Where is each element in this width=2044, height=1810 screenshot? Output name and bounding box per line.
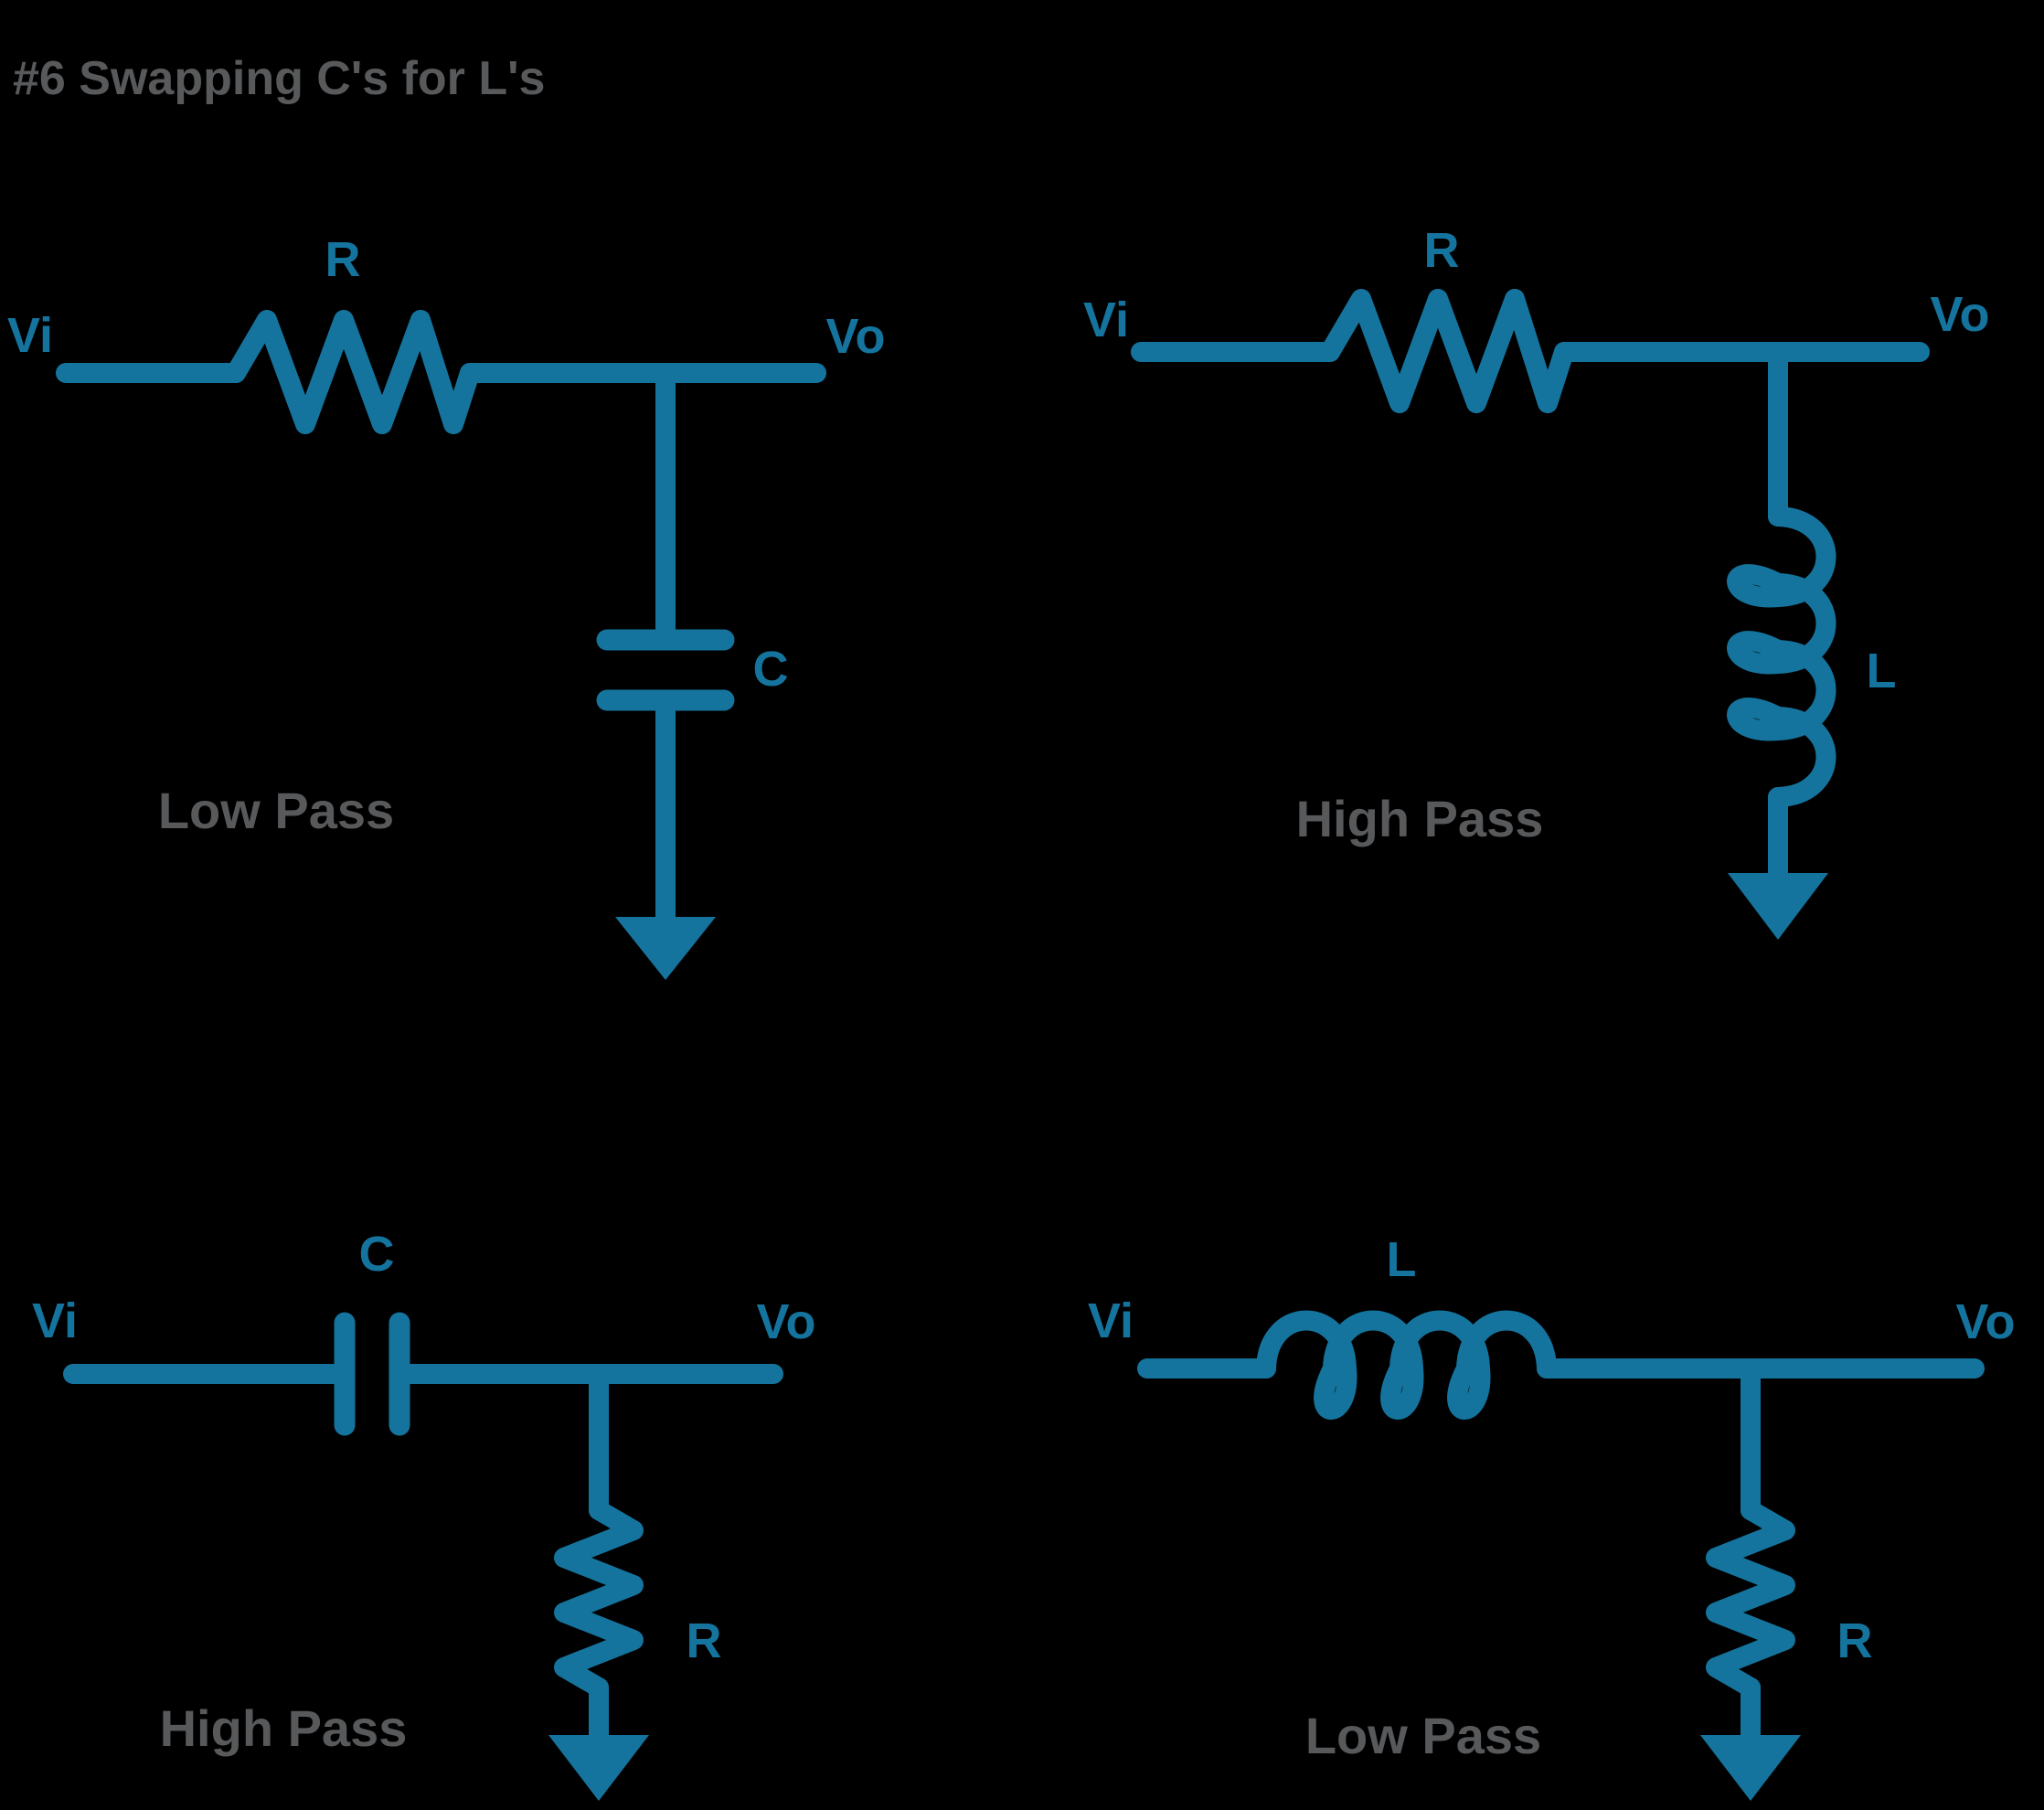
series-component-label: R [1424,223,1460,278]
output-label: Vo [757,1294,816,1349]
filter-type-label: Low Pass [158,782,394,839]
series-component-label: C [359,1227,395,1282]
circuit-lr-low-pass: Vi L Vo R Low Pass [1088,1232,2016,1801]
page-title: #6 Swapping C's for L's [13,52,545,105]
resistor-icon [554,1500,644,1698]
input-label: Vi [32,1294,78,1348]
series-component-label: R [325,232,361,287]
output-label: Vo [1956,1294,2016,1349]
shunt-component-label: L [1867,644,1897,698]
circuit-cr-high-pass: Vi C Vo R High Pass [32,1227,816,1801]
filter-type-label: High Pass [160,1699,408,1757]
output-label: Vo [826,309,886,364]
series-component-label: L [1387,1232,1417,1287]
ground-arrow-icon [1700,1735,1801,1801]
circuit-rl-high-pass: Vi R Vo L High Pass [1083,223,1990,940]
resistor-icon [1320,289,1574,413]
inductor-icon [1256,1310,1557,1420]
shunt-component-label: R [1837,1613,1873,1668]
ground-arrow-icon [1728,873,1828,940]
shunt-component-label: C [753,642,789,697]
input-label: Vi [7,308,53,363]
shunt-component-label: R [687,1613,722,1668]
input-label: Vi [1083,293,1129,347]
filter-type-label: Low Pass [1305,1707,1541,1764]
ground-arrow-icon [615,917,716,980]
filter-type-label: High Pass [1296,790,1544,847]
resistor-icon [1706,1500,1795,1698]
input-label: Vi [1088,1294,1134,1348]
output-label: Vo [1931,287,1990,342]
inductor-icon [1727,506,1836,807]
circuit-rc-low-pass: Vi R Vo C Low Pass [7,232,886,980]
resistor-icon [226,310,480,434]
ground-arrow-icon [548,1735,649,1801]
